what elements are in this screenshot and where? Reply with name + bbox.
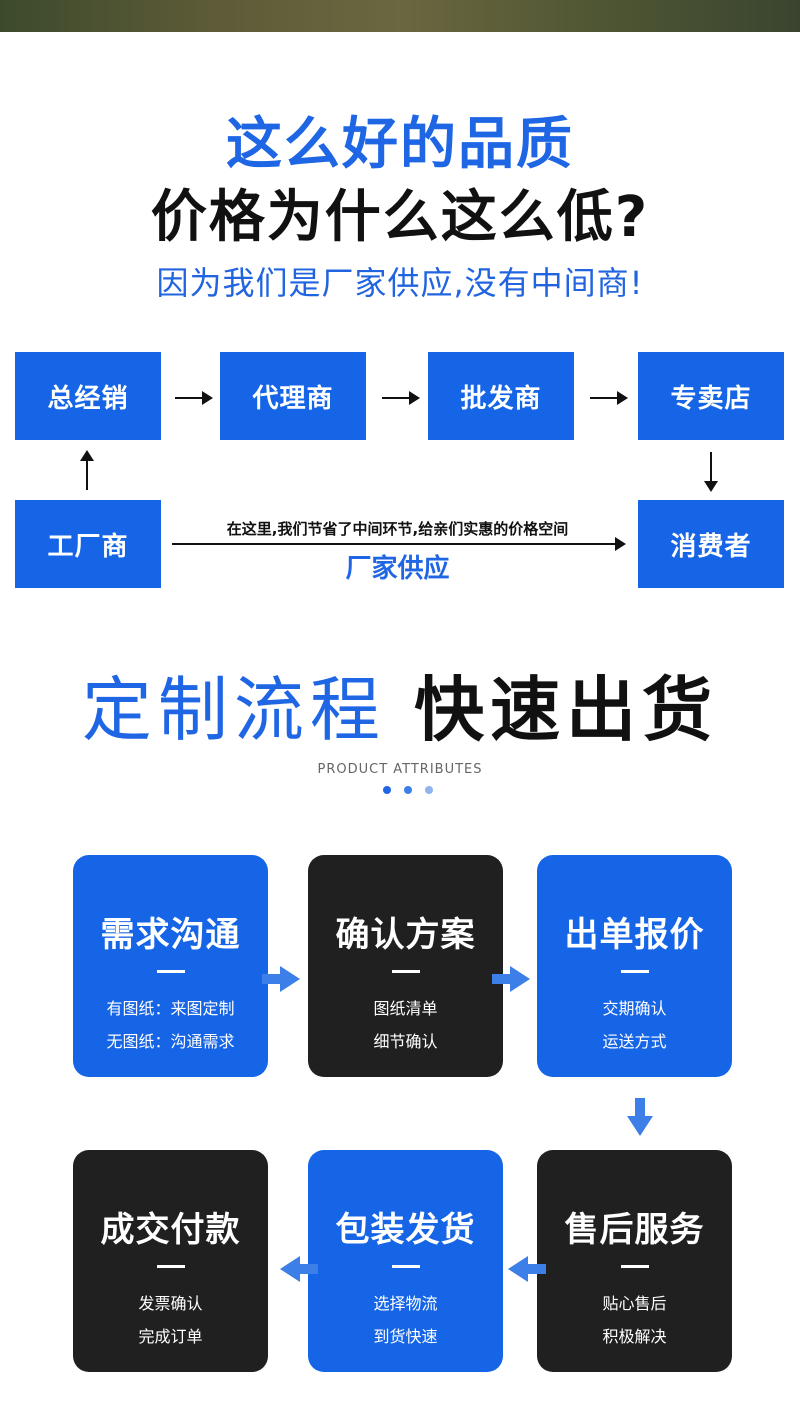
arrow-left-icon: [280, 1256, 318, 1282]
step-card-shipping: 包装发货 选择物流 到货快速: [308, 1150, 503, 1372]
section-title: 定制流程 快速出货: [0, 668, 800, 752]
hero-headline-price: 价格为什么这么低?: [150, 185, 650, 250]
dot-icon: [404, 786, 412, 794]
step-card-quote: 出单报价 交期确认 运送方式: [537, 855, 732, 1077]
flow-note: 在这里,我们节省了中间环节,给亲们实惠的价格空间: [226, 520, 569, 538]
section-subtitle: PRODUCT ATTRIBUTES: [317, 762, 483, 777]
step-card-requirements: 需求沟通 有图纸：来图定制 无图纸：沟通需求: [73, 855, 268, 1077]
step-title: 确认方案: [335, 915, 476, 955]
step-title: 出单报价: [564, 915, 705, 955]
arrow-left-icon: [508, 1256, 546, 1282]
step-card-payment: 成交付款 发票确认 完成订单: [73, 1150, 268, 1372]
divider: [621, 1265, 649, 1268]
step-detail: 交期确认: [602, 999, 667, 1018]
arrow-down-icon: [704, 452, 718, 492]
arrow-right-icon: [492, 966, 530, 992]
step-detail: 选择物流: [373, 1294, 438, 1313]
arrow-right-long-icon: [172, 537, 626, 551]
step-detail: 贴心售后: [602, 1294, 667, 1313]
step-detail: 到货快速: [373, 1327, 438, 1346]
arrow-right-icon: [262, 966, 300, 992]
step-detail: 有图纸：来图定制: [106, 999, 235, 1018]
divider: [392, 1265, 420, 1268]
arrow-right-icon: [175, 391, 213, 405]
step-title: 成交付款: [100, 1210, 241, 1250]
step-detail: 发票确认: [138, 1294, 203, 1313]
box-agent: 代理商: [220, 352, 366, 440]
step-detail: 图纸清单: [373, 999, 438, 1018]
step-title: 需求沟通: [100, 915, 241, 955]
box-factory: 工厂商: [15, 500, 161, 588]
flow-direct-label: 厂家供应: [345, 554, 450, 584]
decorative-dots: [383, 786, 433, 796]
step-title: 售后服务: [564, 1210, 705, 1250]
step-title: 包装发货: [335, 1210, 476, 1250]
step-detail: 积极解决: [602, 1327, 667, 1346]
box-wholesaler: 批发商: [428, 352, 574, 440]
arrow-up-icon: [80, 450, 94, 490]
section-title-fast: 快速出货: [414, 669, 719, 751]
hero-subheadline: 因为我们是厂家供应,没有中间商!: [156, 264, 644, 302]
dot-icon: [425, 786, 433, 794]
arrow-right-icon: [382, 391, 420, 405]
hero-headline-quality: 这么好的品质: [226, 112, 574, 177]
section-title-custom: 定制流程: [81, 669, 386, 751]
arrow-right-icon: [590, 391, 628, 405]
box-store: 专卖店: [638, 352, 784, 440]
top-photo-strip: [0, 0, 800, 32]
divider: [157, 970, 185, 973]
step-detail: 细节确认: [373, 1032, 438, 1051]
step-card-after-sales: 售后服务 贴心售后 积极解决: [537, 1150, 732, 1372]
dot-icon: [383, 786, 391, 794]
divider: [621, 970, 649, 973]
step-detail: 完成订单: [138, 1327, 203, 1346]
divider: [392, 970, 420, 973]
arrow-down-icon: [627, 1098, 653, 1136]
step-card-confirm-plan: 确认方案 图纸清单 细节确认: [308, 855, 503, 1077]
step-detail: 无图纸：沟通需求: [106, 1032, 235, 1051]
step-detail: 运送方式: [602, 1032, 667, 1051]
divider: [157, 1265, 185, 1268]
box-consumer: 消费者: [638, 500, 784, 588]
box-general-distributor: 总经销: [15, 352, 161, 440]
